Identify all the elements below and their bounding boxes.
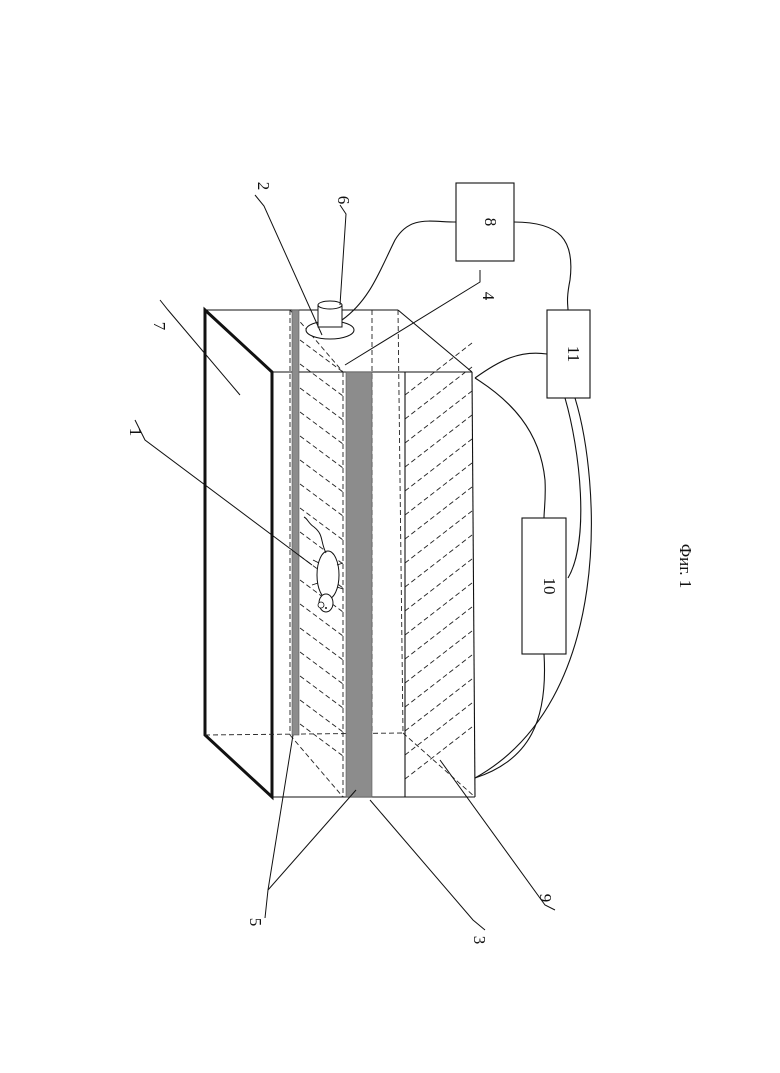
label-6: 6 [334, 196, 353, 205]
block-8: 8 [456, 183, 514, 261]
camera-assembly [306, 301, 354, 339]
hatch-line [300, 724, 343, 756]
grid-line [405, 463, 472, 515]
grid-line [405, 343, 472, 395]
compartment-hatching [300, 340, 343, 756]
label-8: 8 [481, 218, 500, 227]
grid-line [405, 535, 472, 587]
grid-line [405, 415, 472, 467]
hatch-line [300, 460, 343, 492]
hatch-line [300, 652, 343, 684]
hatch-line [300, 628, 343, 660]
hatch-line [300, 364, 343, 396]
label-3: 3 [470, 936, 489, 945]
label-1: 1 [126, 428, 145, 437]
chamber [205, 310, 475, 797]
grid-line [405, 631, 472, 683]
label-10: 10 [540, 578, 559, 595]
mouse-icon [304, 517, 343, 612]
label-2: 2 [254, 182, 273, 191]
top-cover [205, 310, 272, 797]
block-10: 10 [522, 518, 566, 654]
hatch-line [300, 676, 343, 708]
label-9: 9 [536, 894, 555, 903]
hatch-line [300, 436, 343, 468]
leaders [135, 195, 555, 930]
hatch-line [300, 340, 343, 372]
wires [342, 221, 591, 778]
grid-line [405, 511, 472, 563]
hatch-line [300, 388, 343, 420]
hatch-line [300, 484, 343, 516]
block-11: 11 [547, 310, 590, 398]
grid-line [405, 703, 472, 755]
label-4: 4 [479, 292, 498, 301]
grid-line [405, 391, 472, 443]
grid-line [405, 487, 472, 539]
label-7: 7 [150, 322, 169, 331]
grid-line [405, 583, 472, 635]
floor-grid [405, 343, 472, 779]
grid-line [405, 439, 472, 491]
grid-line [405, 655, 472, 707]
grid-line [405, 679, 472, 731]
hatch-line [300, 508, 343, 540]
electrode-strip-back [292, 310, 299, 735]
hatch-line [300, 700, 343, 732]
figure-caption: Фиг. 1 [676, 544, 695, 589]
hatch-line [300, 412, 343, 444]
grid-line [405, 367, 472, 419]
electrode-strip-front [346, 372, 372, 797]
grid-line [405, 607, 472, 659]
grid-line [405, 559, 472, 611]
grid-line [405, 727, 472, 779]
label-5: 5 [246, 918, 265, 927]
label-11: 11 [564, 346, 583, 362]
